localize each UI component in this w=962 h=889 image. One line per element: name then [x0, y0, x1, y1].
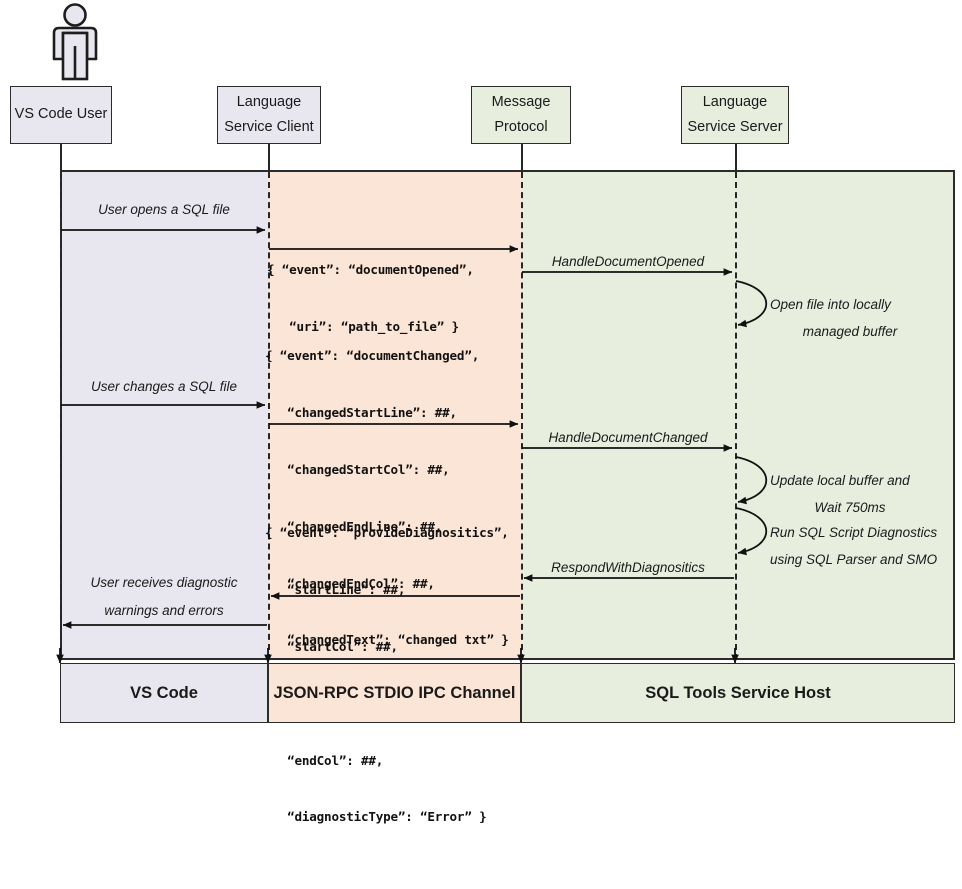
label-user-opens: User opens a SQL file	[98, 202, 230, 217]
stick-figure-actor	[34, 2, 116, 82]
band-vscode	[60, 170, 268, 660]
footer-label: VS Code	[130, 683, 198, 702]
lifeline-stub-ls-client	[268, 144, 270, 171]
note-line1: Open file into locally	[770, 297, 891, 312]
json-line: { “event”: “provideDiagnositics”,	[265, 524, 509, 540]
lifeline-ls-client	[268, 172, 270, 660]
label-user-receives-line1: User receives diagnostic	[90, 575, 238, 590]
lifeline-stub-message-protocol	[521, 144, 523, 171]
note-open-file: Open file into locally managed buffer	[770, 291, 960, 345]
note-line2: using SQL Parser and SMO	[770, 552, 938, 567]
footer-label: SQL Tools Service Host	[645, 683, 831, 702]
label-user-changes: User changes a SQL file	[90, 379, 238, 394]
footer-vscode[interactable]: VS Code	[60, 663, 268, 723]
band-service-host	[521, 170, 955, 660]
json-block-document-changed: { “event”: “documentChanged”, “changedSt…	[265, 285, 509, 712]
json-line: “changedStartCol”: ##,	[265, 461, 450, 477]
lifeline-stub-vscode-user	[60, 144, 62, 171]
label-handle-document-changed: HandleDocumentChanged	[548, 430, 708, 445]
lifeline-ls-server	[735, 172, 737, 660]
footer-jsonrpc[interactable]: JSON-RPC STDIO IPC Channel	[268, 663, 521, 723]
note-line1: Run SQL Script Diagnostics	[770, 525, 938, 540]
json-line: “changedText”: “changed txt” }	[265, 632, 509, 648]
lifeline-header-message-protocol[interactable]: Message Protocol	[471, 86, 571, 144]
note-update-buffer: Update local buffer and Wait 750ms	[770, 467, 960, 521]
note-run-diagnostics: Run SQL Script Diagnostics using SQL Par…	[770, 519, 960, 573]
lifeline-header-vscode-user[interactable]: VS Code User	[10, 86, 112, 144]
lifeline-stub-ls-server	[735, 144, 737, 171]
json-line: { “event”: “documentChanged”,	[265, 347, 480, 363]
json-line: “changedEndCol”: ##,	[265, 575, 435, 591]
lifeline-header-ls-server[interactable]: Language Service Server	[681, 86, 789, 144]
footer-service-host[interactable]: SQL Tools Service Host	[521, 663, 955, 723]
label-user-receives-line2: warnings and errors	[104, 603, 224, 618]
note-line1: Update local buffer and	[770, 473, 910, 488]
lifeline-vscode-user	[60, 172, 62, 660]
json-line: “uri”: “path_to_file” }	[267, 318, 459, 334]
note-line2: managed buffer	[802, 324, 898, 339]
label-handle-document-opened: HandleDocumentOpened	[551, 254, 705, 269]
sequence-diagram: VS Code User Language Service Client Mes…	[10, 2, 960, 824]
lifeline-label: VS Code User	[14, 106, 108, 123]
json-line: “diagnosticType”: “Error” }	[265, 809, 487, 825]
lifeline-header-ls-client[interactable]: Language Service Client	[217, 86, 321, 144]
lifeline-label-line1: Language	[702, 93, 768, 110]
label-respond-with-diagnositics: RespondWithDiagnositics	[551, 560, 705, 575]
band-jsonrpc	[268, 170, 521, 660]
person-icon	[52, 3, 98, 81]
json-line: “changedEndLine”: ##,	[265, 518, 443, 534]
json-line: “endCol”: ##,	[265, 752, 384, 768]
lifeline-label-line1: Language	[236, 93, 302, 110]
note-line2: Wait 750ms	[814, 500, 886, 515]
lifeline-label-line1: Message	[491, 93, 551, 110]
lifeline-message-protocol	[521, 172, 523, 660]
json-block-document-opened: { “event”: “documentOpened”, “uri”: “pat…	[267, 199, 474, 398]
json-line: “startCol”: ##,	[265, 638, 398, 654]
json-line: “changedStartLine”: ##,	[265, 404, 457, 420]
lifeline-label-line2: Service Client	[224, 119, 314, 135]
json-line: “startLine”: ##,	[265, 581, 406, 597]
footer-label: JSON-RPC STDIO IPC Channel	[273, 683, 516, 702]
lifeline-label-line2: Protocol	[494, 119, 548, 135]
json-line: { “event”: “documentOpened”,	[267, 261, 474, 277]
lifeline-label-line2: Service Server	[687, 119, 783, 135]
